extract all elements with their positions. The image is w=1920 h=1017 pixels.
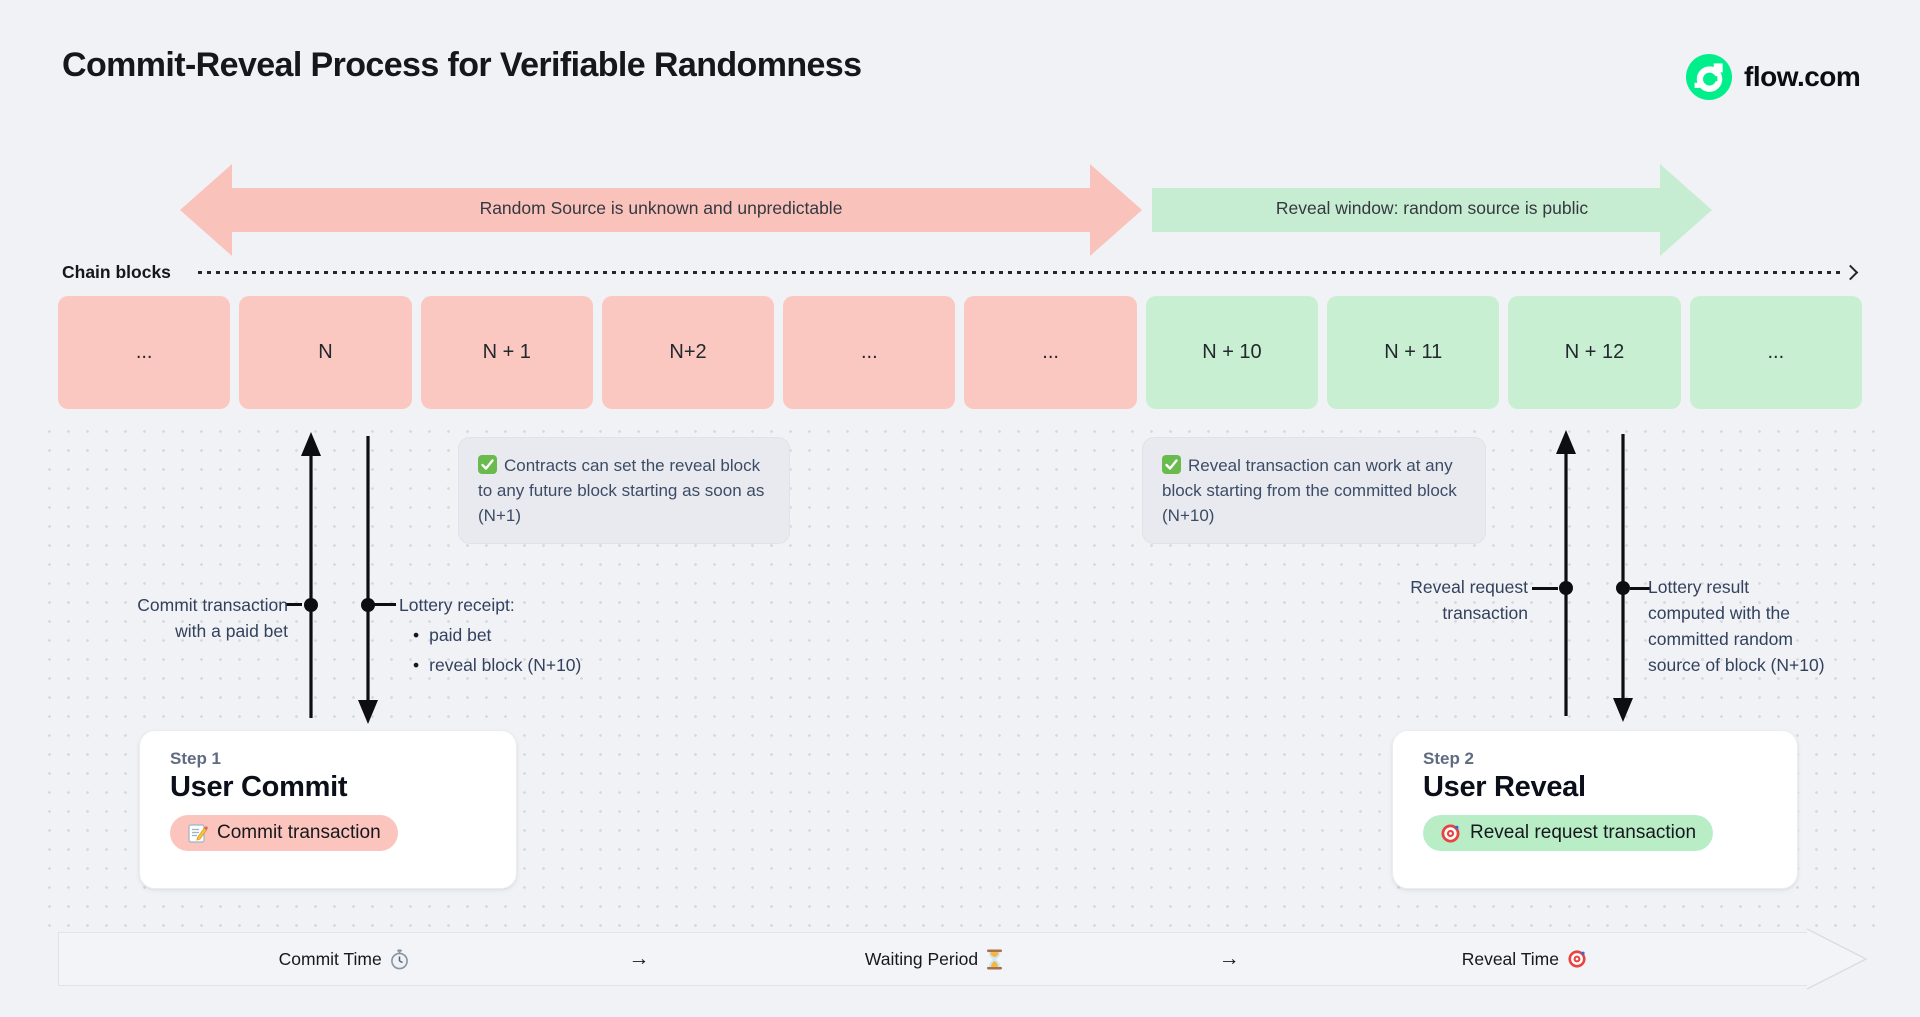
annotation-line: computed with the (1648, 603, 1791, 623)
chain-block: N (239, 296, 412, 409)
chain-block: ... (1689, 296, 1862, 409)
commit-transaction-button-label: Commit transaction (217, 822, 381, 843)
step1-title: User Commit (170, 771, 348, 803)
check-icon (1162, 455, 1181, 474)
chain-block: N + 10 (1145, 296, 1319, 409)
reveal-phase-arrow (1152, 164, 1712, 256)
flow-logo[interactable]: flow.com (1686, 54, 1861, 100)
annotation-line: Reveal request (1410, 577, 1528, 597)
chain-axis-arrowhead-icon (1842, 264, 1859, 281)
connector-dash (1532, 587, 1558, 590)
timeline-commit-time: Commit Time (59, 949, 628, 970)
stopwatch-icon (390, 949, 409, 970)
bullet-text: reveal block (N+10) (429, 655, 582, 675)
step1-card: Step 1 User Commit Commit transaction (139, 730, 517, 889)
annotation-line: Lottery result (1648, 577, 1750, 597)
reveal-request-annotation: Reveal request transaction (1308, 574, 1528, 626)
timeline-label: Reveal Time (1461, 948, 1559, 969)
reveal-phase-label: Reveal window: random source is public (1275, 198, 1589, 218)
hourglass-icon (986, 949, 1003, 970)
commit-transaction-button[interactable]: Commit transaction (170, 815, 398, 851)
reveal-up-arrow (1556, 430, 1576, 716)
chain-block: N + 1 (420, 296, 593, 409)
step2-card: Step 2 User Reveal Reveal request transa… (1392, 730, 1798, 889)
annotation-line: source of block (N+10) (1648, 655, 1825, 675)
reveal-request-transaction-button[interactable]: Reveal request transaction (1423, 815, 1714, 851)
annotation-line: with a paid bet (175, 621, 288, 641)
note-reveal-window: Reveal transaction can work at any block… (1142, 437, 1486, 544)
step1-eyebrow: Step 1 (170, 749, 222, 768)
timeline-label: Commit Time (278, 948, 382, 969)
unknown-phase-label: Random Source is unknown and unpredictab… (479, 198, 843, 218)
timeline-end-arrowhead-icon (1806, 928, 1868, 990)
connector-dash (374, 603, 396, 606)
annotation-title: Lottery receipt: (399, 595, 515, 615)
bullet-icon: • (413, 655, 420, 675)
timeline-bar: Commit Time → Waiting Period → Reveal (58, 932, 1810, 986)
result-down-arrow (1613, 434, 1633, 722)
timeline-arrow: → (628, 947, 650, 970)
bullet-text: paid bet (429, 625, 492, 645)
chain-block: N + 11 (1327, 296, 1500, 409)
lottery-receipt-annotation: Lottery receipt: • paid bet • reveal blo… (399, 592, 659, 678)
unknown-phase-arrow (180, 164, 1142, 256)
annotation-line: committed random (1648, 629, 1793, 649)
memo-icon (187, 823, 208, 844)
annotation-line: transaction (1442, 603, 1528, 623)
chain-block: ... (783, 296, 956, 409)
flow-logo-label: flow.com (1744, 61, 1861, 92)
flow-logo-icon (1686, 54, 1732, 100)
timeline-waiting-period: Waiting Period (649, 949, 1218, 970)
note-commit-window-text: Contracts can set the reveal block to an… (478, 456, 765, 525)
bullet-icon: • (413, 625, 420, 645)
timeline-reveal-time: Reveal Time (1240, 949, 1809, 970)
chain-block: N + 12 (1508, 296, 1681, 409)
receipt-bullet: • reveal block (N+10) (399, 652, 659, 678)
target-icon (1567, 949, 1587, 969)
target-icon (1440, 823, 1461, 844)
timeline-arrow: → (1218, 947, 1240, 970)
commit-up-arrow (301, 432, 321, 718)
chain-blocks-row: ... N N + 1 N+2 ... ... N + 10 N + 11 N … (58, 296, 1862, 409)
page-title: Commit-Reveal Process for Verifiable Ran… (62, 46, 862, 84)
check-icon (478, 455, 497, 474)
chain-block: ... (964, 296, 1137, 409)
step2-title: User Reveal (1423, 771, 1586, 803)
connector-dash (1630, 587, 1650, 590)
chain-block: ... (58, 296, 231, 409)
note-commit-window: Contracts can set the reveal block to an… (458, 437, 790, 544)
chain-blocks-label: Chain blocks (62, 262, 171, 282)
reveal-request-transaction-button-label: Reveal request transaction (1470, 822, 1697, 843)
chain-axis-dotted-line (198, 271, 1844, 274)
receipt-bullet: • paid bet (399, 622, 659, 648)
connector-dash (286, 603, 302, 606)
annotation-line: Commit transaction (137, 595, 288, 615)
step2-eyebrow: Step 2 (1423, 749, 1475, 768)
timeline-label: Waiting Period (864, 948, 979, 969)
receipt-down-arrow (358, 436, 378, 724)
commit-transaction-annotation: Commit transaction with a paid bet (38, 592, 288, 644)
note-reveal-window-text: Reveal transaction can work at any block… (1162, 456, 1457, 525)
chain-block: N+2 (601, 296, 775, 409)
lottery-result-annotation: Lottery result computed with the committ… (1648, 574, 1908, 678)
